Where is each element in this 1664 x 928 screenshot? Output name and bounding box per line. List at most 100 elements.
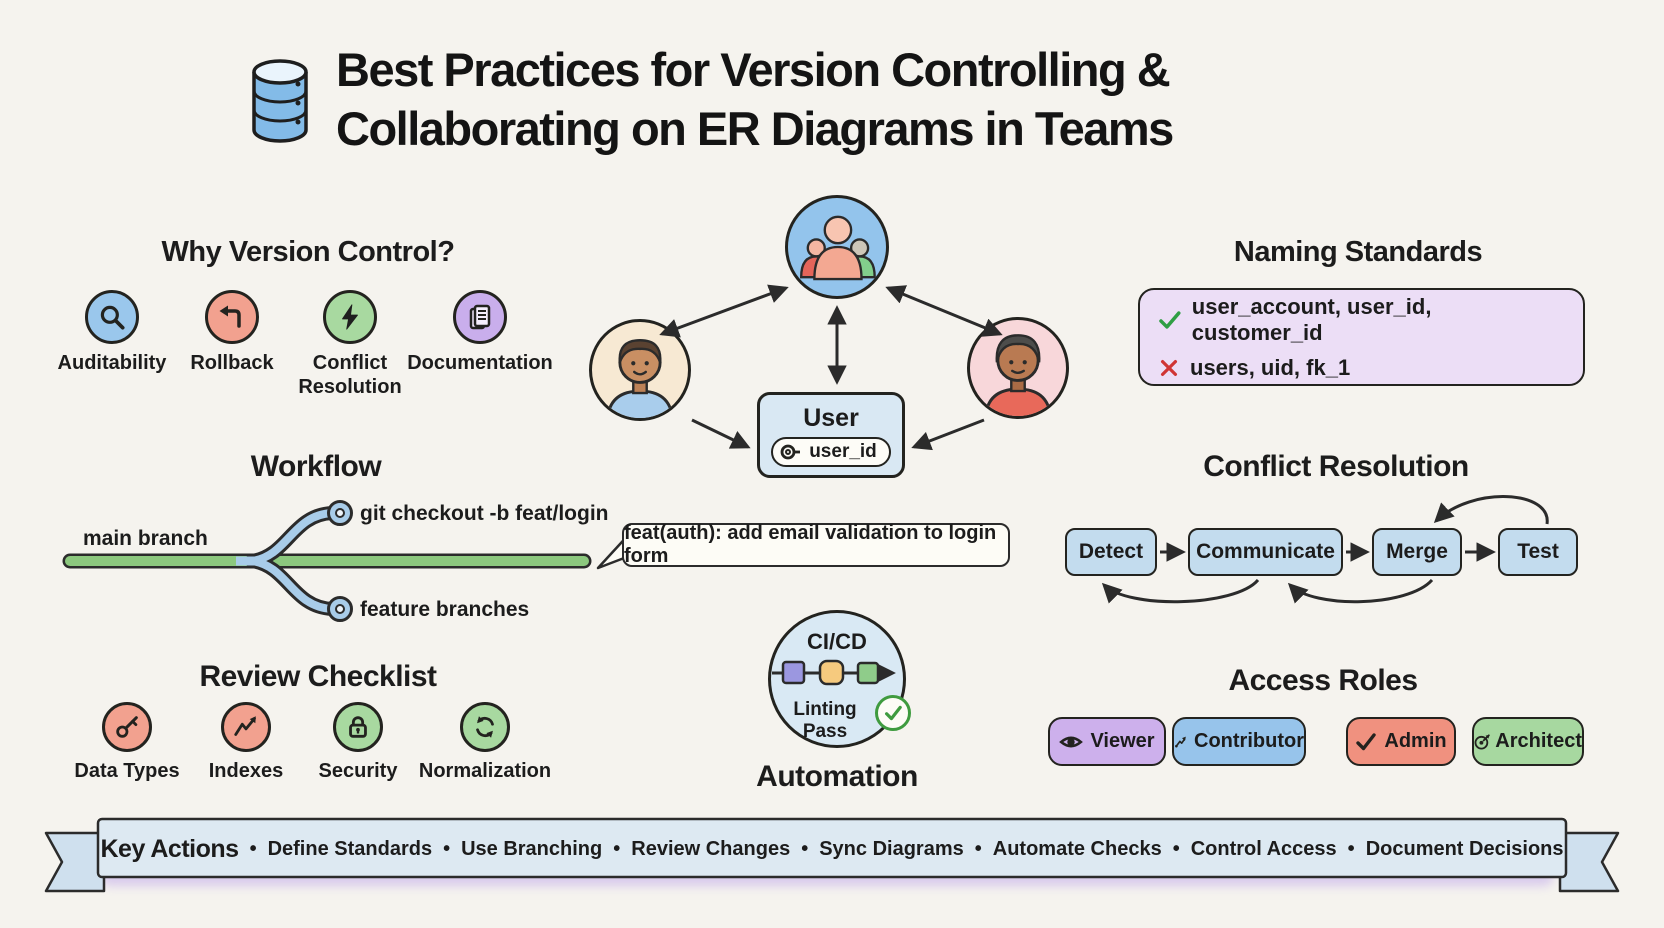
feature-branch-lines <box>236 500 353 622</box>
right-person-avatar <box>967 317 1069 419</box>
team-icon <box>785 195 889 299</box>
bullet: • <box>1172 837 1180 860</box>
naming-bad-text: users, uid, fk_1 <box>1190 354 1351 380</box>
user-id-pill: user_id <box>771 436 891 467</box>
role-label: Architect <box>1495 730 1582 752</box>
checklist-item-label: Indexes <box>208 760 284 782</box>
checklist-item-normalization: Normalization <box>405 702 565 783</box>
banner-right-flag <box>1558 831 1620 893</box>
key-action-item: Use Branching <box>461 837 603 860</box>
pass-check-icon <box>875 695 911 731</box>
arrow-merge-communicate-loop <box>1287 578 1434 604</box>
document-icon <box>453 290 507 344</box>
cicd-label: CI/CD <box>807 629 867 654</box>
page-title-line2: Collaborating on ER Diagrams in Teams <box>336 102 1174 155</box>
conflict-step-merge: Merge <box>1372 528 1462 576</box>
automation-heading: Automation <box>756 760 918 793</box>
key-actions-heading: Key Actions <box>100 834 240 863</box>
page-title-line1: Best Practices for Version Controlling & <box>336 43 1171 96</box>
conflict-resolution-heading: Conflict Resolution <box>1203 450 1469 483</box>
target-icon <box>1474 733 1490 750</box>
key-icon <box>102 702 152 752</box>
why-item-documentation: Documentation <box>405 290 555 375</box>
role-label: Contributor <box>1194 730 1304 752</box>
undo-arrow-icon <box>205 290 259 344</box>
arrow-leftperson-entity <box>691 418 751 449</box>
review-checklist-heading: Review Checklist <box>199 660 437 693</box>
access-roles-heading: Access Roles <box>1228 664 1418 697</box>
eye-icon <box>1059 736 1084 747</box>
key-action-item: Automate Checks <box>992 837 1162 860</box>
conflict-step-detect: Detect <box>1065 528 1157 576</box>
checklist-item-indexes: Indexes <box>166 702 326 783</box>
automation-circle: CI/CD Linting Pass <box>768 610 911 748</box>
page-title: Best Practices for Version Controlling &… <box>336 40 1174 158</box>
checklist-item-label: Normalization <box>418 760 552 782</box>
magnifier-icon <box>85 290 139 344</box>
role-label: Viewer <box>1090 730 1155 752</box>
role-pill-viewer: Viewer <box>1048 717 1166 766</box>
key-action-item: Sync Diagrams <box>819 837 964 860</box>
bullet: • <box>249 837 257 860</box>
naming-good-row: user_account, user_id, customer_id <box>1158 294 1565 346</box>
why-item-label: Auditability <box>57 352 167 374</box>
bullet: • <box>443 837 451 860</box>
feature-branches-label: feature branches <box>360 598 530 621</box>
arrow-leftperson-team <box>659 284 789 338</box>
why-version-control-heading: Why Version Control? <box>161 236 455 268</box>
checklist-item-label: Security <box>318 760 398 782</box>
naming-good-text: user_account, user_id, customer_id <box>1191 293 1432 345</box>
role-pill-architect: Architect <box>1472 717 1584 766</box>
conflict-step-communicate: Communicate <box>1188 528 1343 576</box>
why-item-rollback: Rollback <box>157 290 307 375</box>
check-icon <box>1356 732 1377 750</box>
arrow-team-rightperson <box>885 285 1003 337</box>
why-item-label: Rollback <box>190 352 274 374</box>
bullet: • <box>613 837 621 860</box>
key-action-item: Document Decisions <box>1365 837 1564 860</box>
user-entity-card: User user_id <box>757 392 905 478</box>
lock-icon <box>333 702 383 752</box>
naming-standards-box: user_account, user_id, customer_id users… <box>1138 288 1585 386</box>
checklist-item-security: Security <box>278 702 438 783</box>
naming-standards-heading: Naming Standards <box>1233 236 1483 268</box>
role-label: Admin <box>1384 730 1447 752</box>
role-pill-contributor: Contributor <box>1172 717 1306 766</box>
x-icon <box>1160 359 1178 376</box>
arrow-rightperson-entity <box>911 418 985 451</box>
branch-arrow-icon <box>1175 736 1186 747</box>
workflow-heading: Workflow <box>250 450 382 483</box>
key-action-item: Control Access <box>1190 837 1337 860</box>
key-actions-banner: Key Actions • Define Standards • Use Bra… <box>101 833 1564 865</box>
left-person-avatar <box>589 319 691 421</box>
arrow-communicate-detect-loop <box>1101 578 1260 604</box>
arrow-test-merge-loop <box>1433 495 1549 525</box>
naming-bad-row: users, uid, fk_1 <box>1158 355 1565 381</box>
key-icon <box>780 444 801 459</box>
checkmark-icon <box>1159 310 1181 329</box>
branch-command-label: git checkout -b feat/login <box>360 502 609 525</box>
lightning-icon <box>323 290 377 344</box>
entity-title: User <box>803 403 859 432</box>
recycle-icon <box>460 702 510 752</box>
trend-chart-icon <box>221 702 271 752</box>
conflict-step-test: Test <box>1498 528 1578 576</box>
why-item-label: Documentation <box>407 352 553 374</box>
checklist-item-label: Data Types <box>74 760 180 782</box>
bullet: • <box>1347 837 1355 860</box>
banner-left-flag <box>44 831 106 893</box>
why-item-conflict-resolution: Conflict Resolution <box>295 290 405 399</box>
banner-shadow <box>100 866 1554 886</box>
database-icon <box>248 58 312 146</box>
checklist-item-data-types: Data Types <box>47 702 207 783</box>
bullet: • <box>801 837 809 860</box>
commit-message-bubble: feat(auth): add email validation to logi… <box>622 522 1010 567</box>
role-pill-admin: Admin <box>1346 717 1456 766</box>
why-item-auditability: Auditability <box>37 290 187 375</box>
key-action-item: Review Changes <box>631 837 791 860</box>
why-item-label: Conflict Resolution <box>298 352 402 398</box>
linting-pass-label: Linting Pass <box>793 699 857 742</box>
key-action-item: Define Standards <box>267 837 433 860</box>
main-branch-label: main branch <box>83 527 208 550</box>
